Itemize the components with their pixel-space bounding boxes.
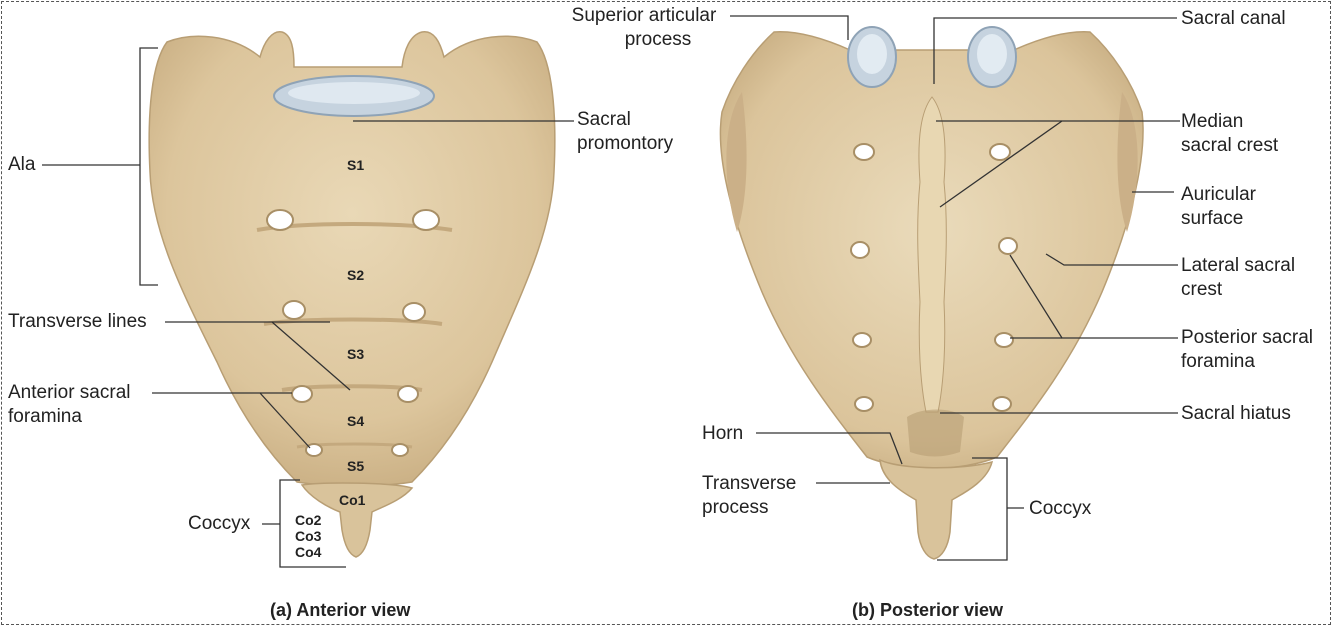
segment-co4: Co4 bbox=[295, 544, 321, 560]
segment-s5: S5 bbox=[347, 458, 364, 474]
posterior-sacral-foramina-label-line1: Posterior sacral bbox=[1181, 326, 1313, 350]
segment-s3: S3 bbox=[347, 346, 364, 362]
segment-co3: Co3 bbox=[295, 528, 321, 544]
anterior-coccyx-label: Coccyx bbox=[188, 512, 250, 536]
sacral-canal-label: Sacral canal bbox=[1181, 7, 1286, 31]
posterior-view-caption: (b) Posterior view bbox=[852, 600, 1003, 621]
sacral-promontory-label-line2: promontory bbox=[577, 132, 673, 156]
posterior-sacral-foramina-label-line2: foramina bbox=[1181, 350, 1255, 374]
transverse-process-label-line1: Transverse bbox=[702, 472, 796, 496]
posterior-coccyx-label: Coccyx bbox=[1029, 497, 1091, 521]
anterior-sacral-foramina-label-line1: Anterior sacral bbox=[8, 381, 131, 405]
median-sacral-crest-label-line1: Median bbox=[1181, 110, 1243, 134]
anterior-sacral-foramina-label-line2: foramina bbox=[8, 405, 82, 429]
anterior-sacrum bbox=[149, 32, 555, 557]
superior-articular-process-label-line2: process bbox=[558, 28, 758, 52]
lateral-sacral-crest-label-line2: crest bbox=[1181, 278, 1222, 302]
transverse-lines-label: Transverse lines bbox=[8, 310, 147, 334]
segment-co2: Co2 bbox=[295, 512, 321, 528]
median-sacral-crest-label-line2: sacral crest bbox=[1181, 134, 1278, 158]
ala-label: Ala bbox=[8, 153, 35, 177]
segment-s2: S2 bbox=[347, 267, 364, 283]
sacral-hiatus-label: Sacral hiatus bbox=[1181, 402, 1291, 426]
transverse-process-label-line2: process bbox=[702, 496, 769, 520]
auricular-surface-label-line2: surface bbox=[1181, 207, 1243, 231]
horn-label: Horn bbox=[702, 422, 743, 446]
anterior-view-caption: (a) Anterior view bbox=[270, 600, 410, 621]
sacral-promontory-label-line1: Sacral bbox=[577, 108, 631, 132]
segment-s4: S4 bbox=[347, 413, 364, 429]
segment-co1: Co1 bbox=[339, 492, 365, 508]
auricular-surface-label-line1: Auricular bbox=[1181, 183, 1256, 207]
lateral-sacral-crest-label-line1: Lateral sacral bbox=[1181, 254, 1295, 278]
segment-s1: S1 bbox=[347, 157, 364, 173]
superior-articular-process-label-line1: Superior articular bbox=[558, 4, 730, 28]
